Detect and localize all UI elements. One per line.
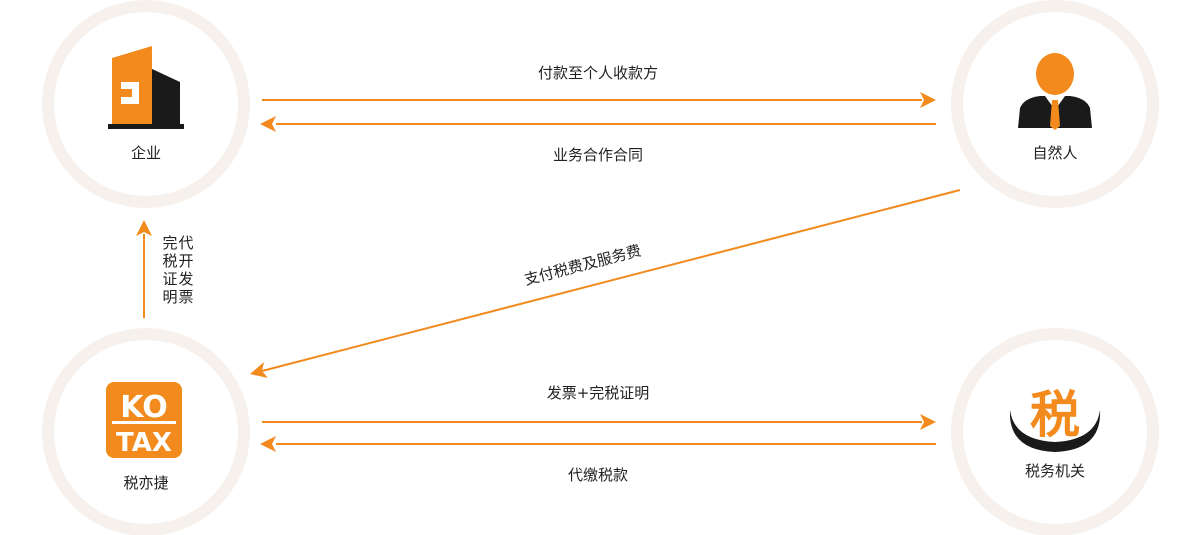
vertical-label-char: 发 [178,270,193,288]
node-label-tax-bureau: 税务机关 [1025,462,1085,480]
node-enterprise: 企业 [42,0,250,208]
arrow-line [261,189,961,372]
edge-pay-tax-fee: 支付税费及服务费 [250,189,961,378]
node-kotax: KO TAX 税亦捷 [42,328,250,535]
node-tax-bureau: 税 税务机关 [951,328,1159,535]
arrow-head [920,92,936,108]
kotax-logo-top: KO [120,390,167,425]
arrow-head [920,414,936,430]
edge-label-business-contract: 业务合作合同 [553,146,643,164]
tax-seal-char: 税 [1030,386,1080,444]
node-individual: 自然人 [951,0,1159,208]
kotax-logo-bottom: TAX [116,428,172,458]
edge-invoice-certificate: 发票+完税证明 [262,384,936,430]
vertical-label-char: 证 [162,270,177,288]
vertical-label-char: 明 [162,288,177,306]
node-label-enterprise: 企业 [131,144,161,162]
tax-seal-icon: 税 [1009,386,1101,452]
vertical-label-char: 完 [162,234,177,252]
vertical-label-char: 开 [178,252,193,270]
arrow-head [250,362,268,378]
edge-label-withhold-tax: 代缴税款 [568,466,628,484]
node-background [963,340,1147,524]
vertical-label-char: 代 [178,234,193,252]
vertical-label-char: 税 [162,252,177,270]
vertical-label-char: 票 [178,288,193,306]
edge-withhold-tax: 代缴税款 [260,436,936,484]
kotax-logo: KO TAX [106,382,182,458]
edge-pay-individual: 付款至个人收款方 [262,64,936,108]
node-label-kotax: 税亦捷 [123,474,168,492]
building-icon [108,46,184,129]
person-icon [1018,53,1092,130]
arrow-head [260,436,276,452]
edge-business-contract: 业务合作合同 [260,116,936,164]
arrow-head [260,116,276,132]
edge-issue-invoice: 代 开 发 票 完 税 证 明 [136,220,194,318]
node-label-individual: 自然人 [1032,144,1077,162]
edge-label-invoice-certificate: 发票+完税证明 [547,384,650,402]
edge-label-pay-individual: 付款至个人收款方 [538,64,658,82]
arrow-head [136,220,152,236]
edge-label-pay-tax-fee: 支付税费及服务费 [522,241,643,288]
